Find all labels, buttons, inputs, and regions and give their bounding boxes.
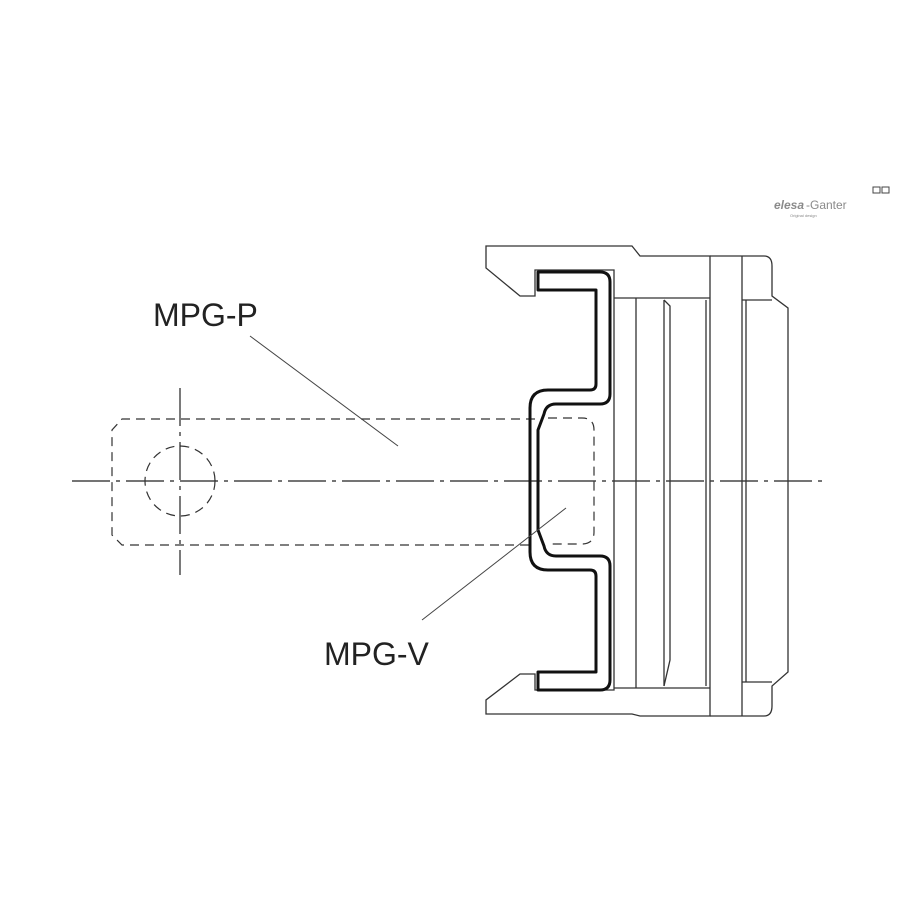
label-mpg-v: MPG-V [324, 636, 430, 672]
mpg-v-insert [528, 270, 612, 692]
logo-box-icon [872, 186, 881, 194]
logo-box-icon [881, 186, 890, 194]
pin-hole [144, 445, 216, 517]
mpg-p-pin-outline [111, 417, 595, 546]
knob-cap [710, 255, 789, 717]
logo-tagline: Original design [790, 213, 817, 218]
leader-line-mpg-v [421, 507, 567, 621]
leader-line-mpg-p [249, 335, 399, 447]
brand-logo: elesa -Ganter Original design [774, 186, 890, 218]
logo-brand-right: -Ganter [806, 198, 847, 212]
label-mpg-p: MPG-P [153, 297, 258, 333]
logo-brand-left: elesa [774, 198, 804, 212]
